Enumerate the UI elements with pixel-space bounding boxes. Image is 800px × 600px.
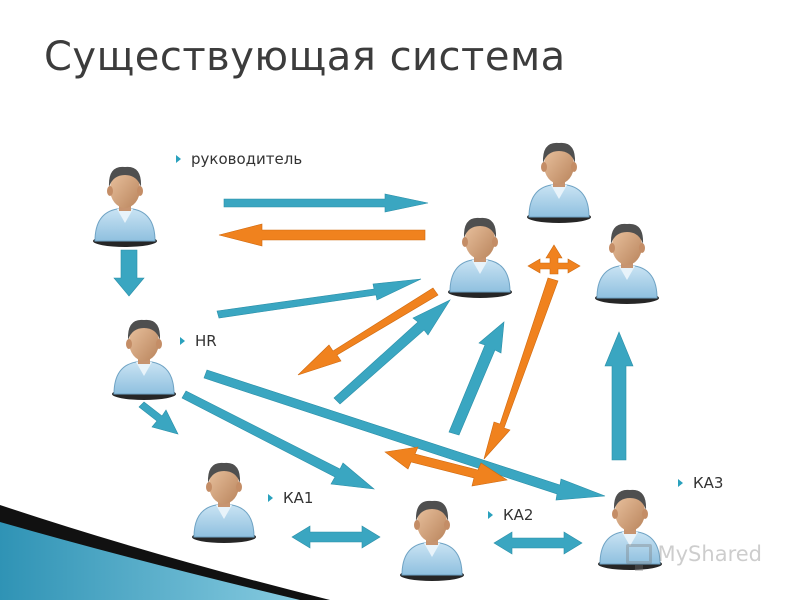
arrow-cross-orange bbox=[527, 244, 581, 275]
bullet-triangle-icon bbox=[678, 479, 683, 487]
label-ka3: КА3 bbox=[678, 474, 723, 492]
label-ka1-text: КА1 bbox=[283, 489, 314, 507]
arrow-hr-small-down bbox=[138, 401, 179, 435]
arrow-hr-to-ka3 bbox=[203, 369, 606, 501]
bullet-triangle-icon bbox=[268, 494, 273, 502]
slide-title: Существующая система bbox=[44, 34, 566, 80]
arrow-manager-down-to-hr bbox=[113, 249, 145, 297]
arrow-group-to-manager bbox=[218, 223, 426, 247]
label-manager-text: руководитель bbox=[191, 150, 303, 168]
arrow-ka2-up-to-group bbox=[333, 299, 451, 405]
label-ka2: КА2 bbox=[488, 506, 533, 524]
person-icon-hr bbox=[111, 319, 177, 401]
person-icon-group-middle bbox=[447, 217, 513, 299]
arrow-ka2-up-to-middle bbox=[448, 321, 505, 436]
arrow-manager-to-top-group bbox=[223, 193, 429, 213]
label-ka3-text: КА3 bbox=[693, 474, 724, 492]
label-ka1: КА1 bbox=[268, 489, 313, 507]
bullet-triangle-icon bbox=[488, 511, 493, 519]
label-ka2-text: КА2 bbox=[503, 506, 534, 524]
decorative-swoosh bbox=[0, 505, 330, 600]
arrow-group-to-hr bbox=[297, 287, 439, 376]
bullet-triangle-icon bbox=[176, 155, 181, 163]
person-icon-group-right bbox=[594, 223, 660, 305]
person-icon-manager bbox=[92, 166, 158, 248]
person-icon-ka1 bbox=[191, 462, 257, 544]
watermark: MyShared bbox=[625, 542, 762, 571]
arrow-hr-to-ka1 bbox=[181, 390, 375, 490]
person-icon-top-right bbox=[526, 142, 592, 224]
bullet-triangle-icon bbox=[180, 337, 185, 345]
arrow-ka3-up-to-group bbox=[604, 331, 634, 461]
arrow-hr-ka2-double bbox=[384, 446, 508, 487]
person-icon-ka2 bbox=[399, 500, 465, 582]
arrow-ka2-ka3-double bbox=[493, 531, 583, 555]
presentation-icon bbox=[625, 544, 652, 571]
arrow-top-right-to-ka2 bbox=[483, 277, 559, 460]
label-hr: HR bbox=[180, 332, 217, 350]
arrow-ka1-ka2-double bbox=[291, 525, 381, 549]
label-manager: руководитель bbox=[176, 150, 302, 168]
arrow-hr-to-top-group bbox=[216, 278, 422, 319]
watermark-text: MyShared bbox=[657, 542, 762, 566]
label-hr-text: HR bbox=[195, 332, 217, 350]
